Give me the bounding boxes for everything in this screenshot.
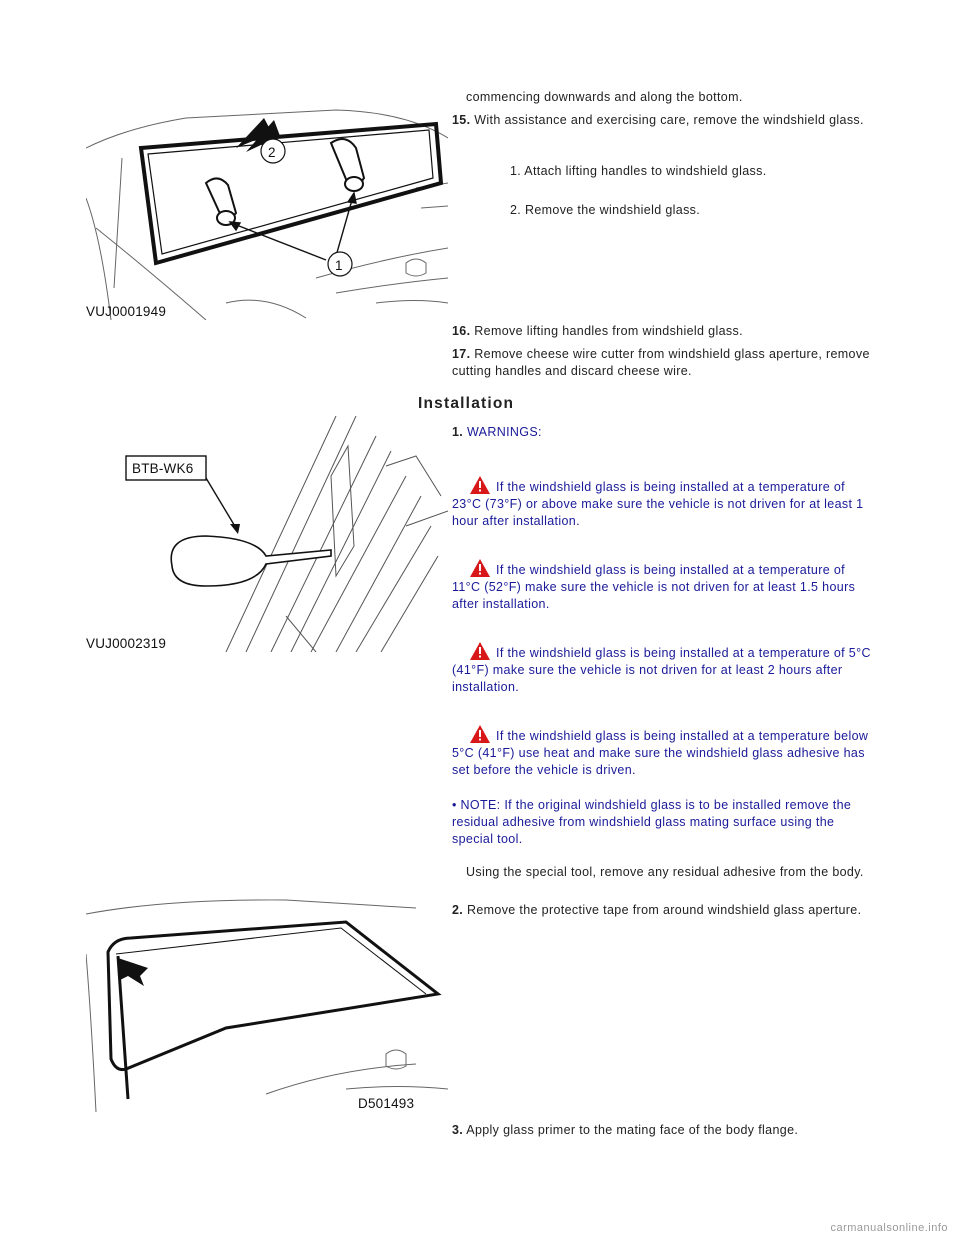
step-number: 15. bbox=[452, 113, 471, 127]
warning-text: If the windshield glass is being install… bbox=[452, 729, 869, 777]
step-16: 16. Remove lifting handles from windshie… bbox=[452, 323, 743, 340]
warning-1: If the windshield glass is being install… bbox=[452, 476, 877, 530]
warning-3: If the windshield glass is being install… bbox=[452, 642, 877, 696]
callout-2: 2 bbox=[268, 145, 276, 160]
figure-id: D501493 bbox=[358, 1096, 414, 1111]
substep-1: 1. Attach lifting handles to windshield … bbox=[510, 164, 767, 178]
step-1: 1. WARNINGS: bbox=[452, 424, 542, 441]
warning-2: If the windshield glass is being install… bbox=[452, 559, 877, 613]
intro-line: commencing downwards and along the botto… bbox=[466, 90, 743, 104]
tool-label: BTB-WK6 bbox=[132, 461, 193, 476]
step-text: Remove lifting handles from windshield g… bbox=[474, 324, 743, 338]
figure-id: VUJ0001949 bbox=[86, 304, 166, 319]
figure-windshield-removal: 1 2 VUJ0001949 bbox=[86, 109, 448, 320]
callout-1: 1 bbox=[335, 258, 343, 273]
note: • NOTE: If the original windshield glass… bbox=[452, 798, 852, 846]
warning-icon bbox=[470, 559, 490, 577]
step-text: Remove the protective tape from around w… bbox=[466, 903, 862, 917]
warnings-label: WARNINGS: bbox=[466, 425, 542, 439]
step-number: 3. bbox=[452, 1123, 464, 1137]
step-number: 1. bbox=[452, 425, 464, 439]
section-heading: Installation bbox=[418, 395, 515, 412]
warning-text: If the windshield glass is being install… bbox=[452, 480, 864, 528]
warning-text: If the windshield glass is being install… bbox=[452, 646, 871, 694]
warning-4: If the windshield glass is being install… bbox=[452, 725, 877, 779]
figure-id: VUJ0002319 bbox=[86, 636, 166, 651]
step-3: 3. Apply glass primer to the mating face… bbox=[452, 1122, 798, 1139]
figure-adhesive-tool: BTB-WK6 VUJ0002319 bbox=[86, 416, 448, 652]
step-15: 15. With assistance and exercising care,… bbox=[452, 112, 872, 129]
figure-protective-tape: D501493 bbox=[86, 899, 448, 1112]
step-number: 17. bbox=[452, 347, 471, 361]
step-1-text: Using the special tool, remove any resid… bbox=[466, 865, 864, 879]
footer-watermark: carmanualsonline.info bbox=[830, 1222, 948, 1234]
step-number: 2. bbox=[452, 903, 464, 917]
warning-icon bbox=[470, 725, 490, 743]
substep-2: 2. Remove the windshield glass. bbox=[510, 203, 701, 217]
step-text: With assistance and exercising care, rem… bbox=[474, 113, 864, 127]
step-17: 17. Remove cheese wire cutter from winds… bbox=[452, 346, 872, 380]
warning-icon bbox=[470, 476, 490, 494]
step-text: Remove cheese wire cutter from windshiel… bbox=[452, 347, 870, 378]
step-2: 2. Remove the protective tape from aroun… bbox=[452, 902, 872, 919]
warning-icon bbox=[470, 642, 490, 660]
warning-text: If the windshield glass is being install… bbox=[452, 563, 856, 611]
step-number: 16. bbox=[452, 324, 471, 338]
step-text: Apply glass primer to the mating face of… bbox=[466, 1123, 799, 1137]
